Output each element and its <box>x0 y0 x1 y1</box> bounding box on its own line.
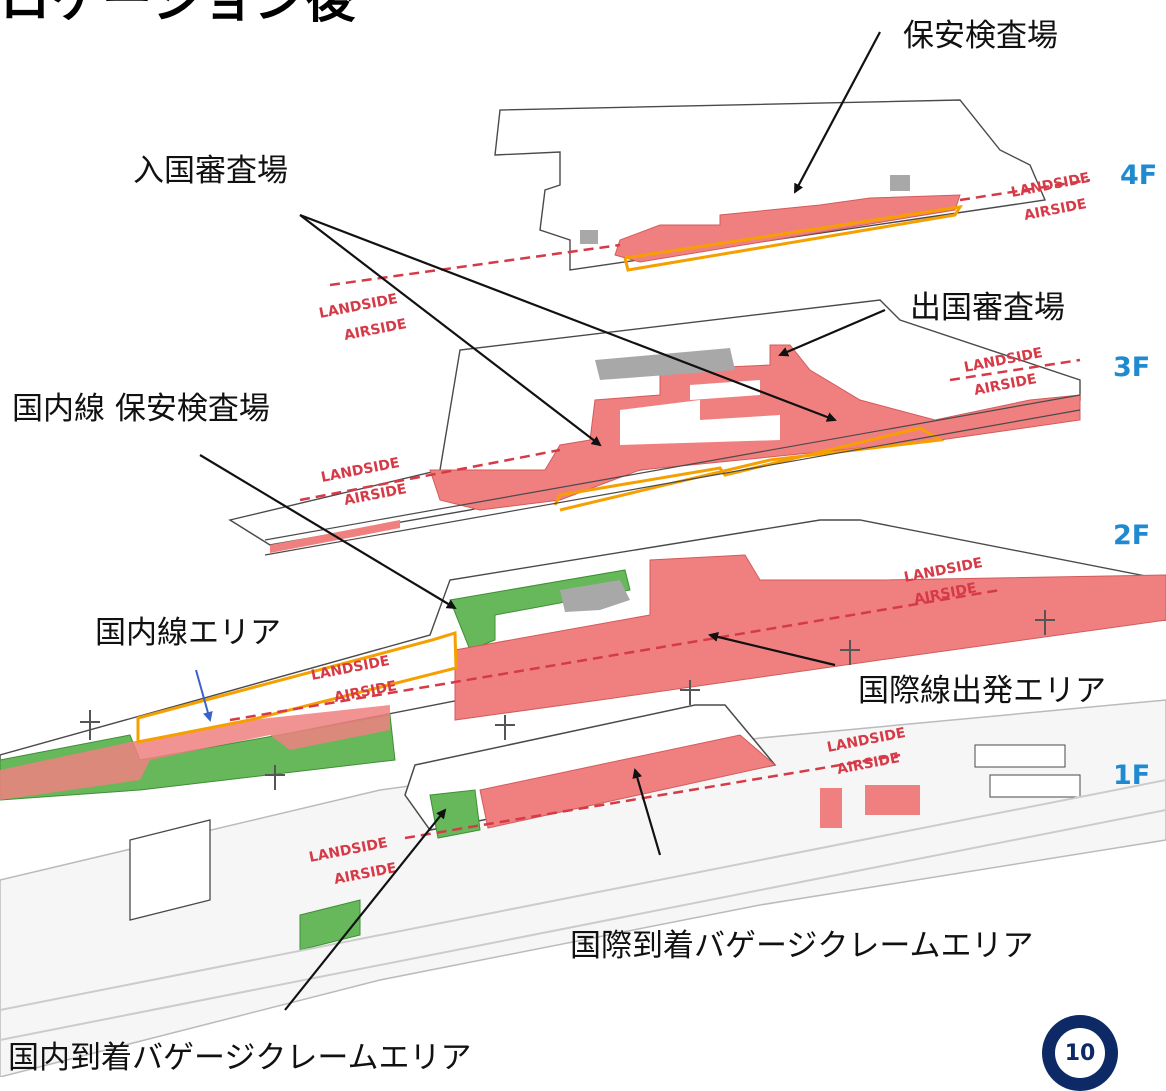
floor-3f-restricted <box>595 348 735 380</box>
floor-label-4f: 4F <box>1120 160 1158 191</box>
callout-immigration: 入国審査場 <box>133 153 288 189</box>
floor-3f-white-area <box>620 400 780 445</box>
floor-4f-outline <box>494 99 1047 271</box>
floor-1f-annex <box>989 774 1081 798</box>
floor-1f-road <box>0 809 1166 1041</box>
page-number: 10 <box>1055 1028 1105 1078</box>
arrow-emigration <box>778 308 886 357</box>
floor-label-1f: 1F <box>1113 760 1151 791</box>
page-title: ロケーション後 <box>0 0 356 29</box>
boundary-line-3f <box>299 448 561 502</box>
floor-2f-international-departure <box>454 554 1166 721</box>
floor-3f-pier <box>264 394 1081 541</box>
boundary-line-4f <box>329 243 621 287</box>
floor-4f-security-outline <box>623 205 964 272</box>
landside-label-3f-left: LANDSIDE <box>320 455 401 486</box>
callout-arrows <box>195 31 886 1011</box>
callout-emigration: 出国審査場 <box>910 290 1065 326</box>
callout-domestic-security: 国内線 保安検査場 <box>12 391 270 427</box>
floor-1f-plan <box>0 699 1166 1077</box>
callout-international-baggage: 国際到着バゲージクレームエリア <box>570 928 1034 964</box>
floor-2f-security-outline <box>136 630 458 744</box>
boundary-line-4f <box>959 178 1091 202</box>
floor-1f-annex <box>974 744 1066 768</box>
floor-4f-restricted <box>580 230 598 244</box>
boundary-line-1f <box>404 753 901 840</box>
arrow-domestic-baggage <box>284 808 447 1011</box>
boundary-line-3f <box>949 358 1081 382</box>
arrow-immigration-left <box>299 214 602 447</box>
airside-label-4f-left: AIRSIDE <box>343 316 408 344</box>
callout-domestic-area: 国内線エリア <box>95 615 281 651</box>
floor-4f-plan <box>329 99 1091 287</box>
floor-1f-red-block <box>865 785 920 815</box>
arrow-immigration-right <box>299 213 837 422</box>
floor-4f-restricted <box>890 175 910 191</box>
arrow-international-departure <box>708 632 836 667</box>
callout-domestic-baggage: 国内到着バゲージクレームエリア <box>8 1040 472 1076</box>
page-number-badge: 10 <box>1042 1015 1118 1091</box>
floor-1f-annex <box>129 819 211 921</box>
floor-1f-red-block <box>820 788 842 828</box>
callout-security-4f: 保安検査場 <box>903 18 1058 54</box>
arrow-domestic-area <box>195 669 213 722</box>
boundary-line-2f <box>229 588 1001 722</box>
floor-label-3f: 3F <box>1113 352 1151 383</box>
landside-label-4f-left: LANDSIDE <box>318 291 399 322</box>
callout-international-departure: 国際線出発エリア <box>858 673 1106 709</box>
aircraft-stands-2f <box>80 610 1055 790</box>
floor-2f-plan <box>0 519 1166 801</box>
floor-label-2f: 2F <box>1113 520 1151 551</box>
floor-1f-annex <box>299 899 361 951</box>
arrow-security-4f <box>794 31 881 194</box>
floor-2f-red-strip <box>0 705 390 800</box>
floor-3f-pier <box>264 409 1081 556</box>
arrow-international-baggage <box>632 768 662 856</box>
floor-3f-security-outline <box>553 426 945 512</box>
arrow-domestic-security <box>199 454 457 610</box>
floor-3f-plan <box>228 299 1081 556</box>
international-baggage-area <box>479 734 777 829</box>
floor-2f-restricted <box>560 580 630 612</box>
floor-1f-road <box>0 779 1166 1011</box>
